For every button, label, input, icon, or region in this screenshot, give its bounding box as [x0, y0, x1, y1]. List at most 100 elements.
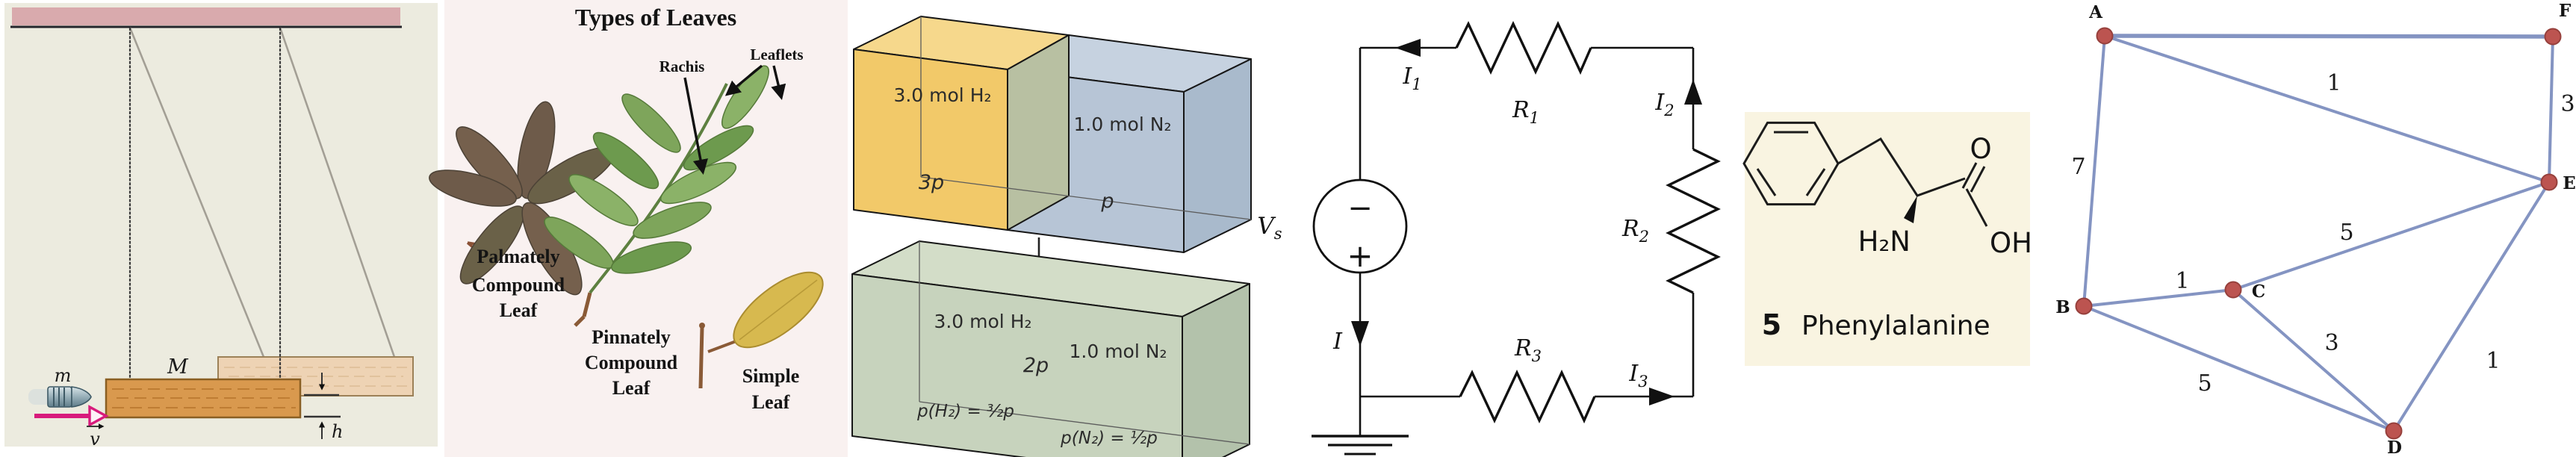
svg-text:+: + — [1347, 237, 1373, 274]
weight-f-e: 3 — [2560, 91, 2575, 117]
partial-pressure-h2: p(H₂) = ³⁄₂p — [916, 402, 1014, 421]
graph-edges — [2082, 34, 2554, 432]
compound-name: Phenylalanine — [1801, 311, 1990, 341]
current-arrow-i1 — [1395, 39, 1421, 57]
current-arrow-i — [1351, 321, 1369, 346]
svg-text:Compound: Compound — [585, 352, 678, 373]
node-c-label: C — [2252, 282, 2265, 302]
weight-b-c: 1 — [2175, 268, 2189, 294]
resistor-r1 — [1455, 20, 1592, 75]
node-d-label: D — [2387, 438, 2402, 457]
block-m — [105, 378, 302, 419]
weight-a-e: 1 — [2327, 70, 2341, 96]
edge-b-d — [2083, 305, 2395, 432]
current-arrow-i2 — [1684, 79, 1702, 105]
svg-text:Palmately: Palmately — [477, 246, 559, 267]
phenylalanine-background — [1745, 112, 2030, 366]
node-b — [2075, 297, 2093, 315]
node-a — [2096, 27, 2114, 45]
rachis-arrow — [683, 77, 708, 175]
n2-pressure-label: p — [1100, 190, 1114, 213]
leaflets-arrow-right — [771, 65, 786, 100]
rope-swung-right — [279, 27, 396, 358]
oxygen-label: O — [1970, 133, 1991, 165]
i-label: I — [1332, 329, 1343, 355]
simple-leaf-illustration — [698, 271, 824, 389]
height-annotation — [304, 373, 341, 439]
h2-amount-label: 3.0 mol H₂ — [893, 84, 991, 106]
edge-d-e — [2392, 181, 2551, 432]
panel-circuit: − + Vs I1 R1 I2 R2 R3 I3 I — [1257, 20, 1721, 456]
gas-box-mixed — [851, 240, 1250, 457]
weight-a-b: 7 — [2071, 154, 2085, 180]
wedge-bond-icon — [1904, 196, 1917, 223]
mixed-pressure-label: 2p — [1023, 354, 1049, 377]
r1-label: R1 — [1512, 97, 1539, 127]
velocity-vector-label: v — [87, 423, 105, 450]
bullet-icon — [28, 386, 92, 408]
graph-nodes — [2075, 27, 2562, 440]
leaflets-label: Leaflets — [750, 46, 803, 63]
svg-text:v: v — [90, 429, 100, 450]
hydroxyl-label: OH — [1990, 227, 2032, 259]
svg-text:−: − — [1347, 191, 1373, 226]
weight-c-d: 3 — [2324, 330, 2338, 356]
edge-b-c — [2083, 288, 2234, 308]
leaves-title: Types of Leaves — [575, 4, 736, 31]
node-c — [2224, 281, 2242, 299]
resistor-r2 — [1666, 148, 1721, 294]
phenylalanine-skeleton — [1837, 137, 1988, 227]
partial-pressure-n2: p(N₂) = ¹⁄₂p — [1060, 429, 1158, 448]
svg-text:Leaf: Leaf — [500, 299, 538, 321]
n2-amount-label: 1.0 mol N₂ — [1074, 114, 1172, 135]
ceiling-bar — [12, 7, 400, 25]
node-e-label: E — [2563, 173, 2576, 193]
benzene-ring-icon — [1742, 121, 1840, 206]
edge-c-d — [2232, 288, 2395, 432]
ground-icon — [1312, 397, 1409, 456]
gas-box-divided — [853, 16, 1252, 253]
weight-b-d: 5 — [2197, 370, 2212, 397]
simple-caption: Simple Leaf — [742, 365, 800, 413]
block-mass-label: M — [167, 355, 189, 379]
weight-c-e: 5 — [2339, 220, 2353, 246]
svg-text:Leaf: Leaf — [752, 391, 790, 413]
resistor-r3 — [1459, 369, 1596, 424]
panel-types-of-leaves: Types of Leaves — [429, 0, 848, 457]
i2-label: I2 — [1654, 90, 1674, 119]
node-b-label: B — [2055, 297, 2070, 317]
height-label: h — [332, 421, 343, 442]
node-d — [2385, 422, 2403, 440]
panel-ballistic-pendulum: M m v h — [4, 3, 438, 450]
pinnate-caption: Pinnately Compound Leaf — [585, 326, 678, 399]
svg-text:Leaf: Leaf — [612, 377, 651, 399]
rope-swung-left — [128, 27, 265, 358]
compound-number: 5 — [1762, 308, 1781, 341]
r2-label: R2 — [1621, 216, 1649, 246]
panel-phenylalanine: O OH H₂N 5 Phenylalanine — [1742, 112, 2032, 366]
amine-label: H₂N — [1858, 226, 1911, 258]
node-a-label: A — [2088, 2, 2103, 22]
h2-pressure-label: 3p — [919, 171, 944, 194]
svg-text:Simple: Simple — [742, 365, 800, 387]
rachis-label: Rachis — [659, 57, 705, 75]
weight-d-e: 1 — [2486, 348, 2500, 374]
voltage-source-icon: − + — [1312, 178, 1408, 274]
r3-label: R3 — [1514, 335, 1542, 365]
velocity-arrow-icon — [34, 405, 109, 427]
edge-a-b — [2082, 35, 2106, 307]
panel-weighted-graph: A F E B C D 7 1 3 1 5 5 3 1 — [2055, 1, 2575, 457]
vs-label: Vs — [1257, 213, 1282, 243]
leaflets-arrow-left — [724, 64, 763, 96]
mixed-n2-label: 1.0 mol N₂ — [1070, 341, 1167, 362]
edge-a-f — [2104, 34, 2554, 39]
edge-c-e — [2232, 181, 2550, 291]
bullet-mass-label: m — [55, 365, 72, 386]
svg-text:Pinnately: Pinnately — [592, 326, 670, 348]
current-arrow-i3 — [1649, 388, 1675, 405]
i3-label: I3 — [1628, 361, 1648, 391]
node-f — [2544, 28, 2562, 46]
pinnate-leaf-illustration — [544, 65, 769, 327]
node-e — [2540, 173, 2558, 191]
